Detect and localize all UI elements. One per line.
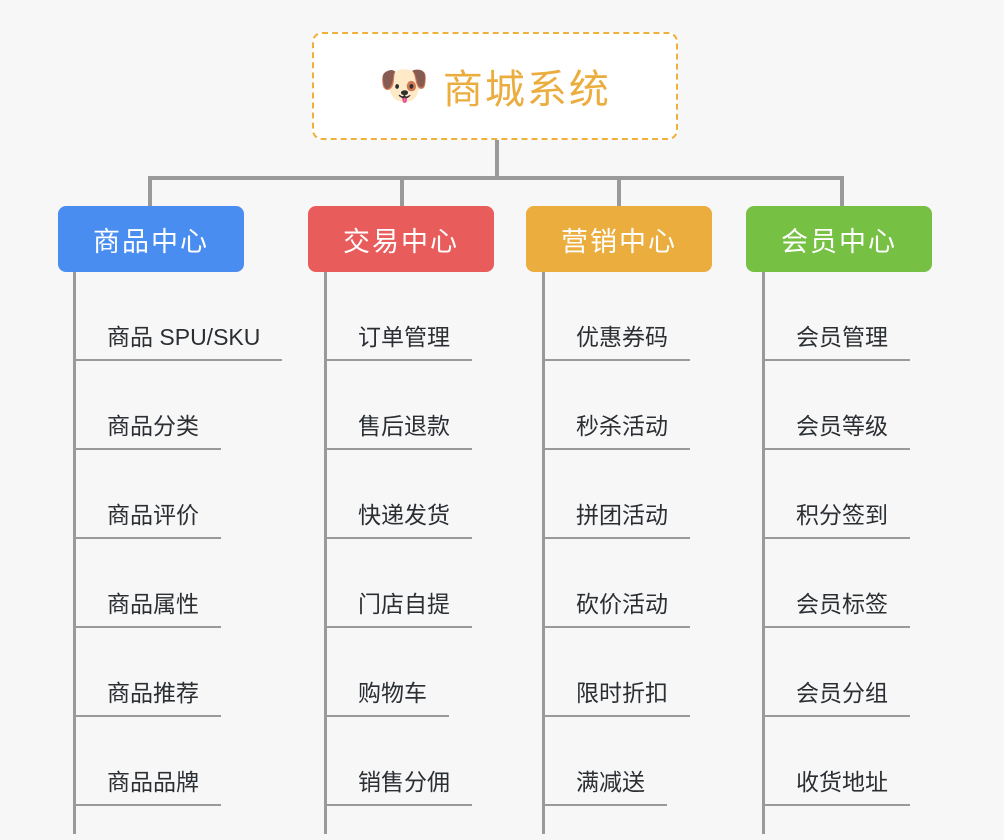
branch-header-trade-center[interactable]: 交易中心 — [308, 206, 494, 272]
leaf-item[interactable]: 快递发货 — [324, 450, 472, 539]
leaf-label: 商品品牌 — [73, 768, 221, 806]
leaf-label: 秒杀活动 — [542, 412, 690, 450]
leaf-item[interactable]: 商品评价 — [73, 450, 221, 539]
branch-header-label: 商品中心 — [93, 226, 209, 257]
leaf-item[interactable]: 售后退款 — [324, 361, 472, 450]
branch-header-label: 营销中心 — [561, 226, 677, 257]
leaf-label: 会员分组 — [762, 679, 910, 717]
leaf-label: 售后退款 — [324, 412, 472, 450]
leaf-label: 商品分类 — [73, 412, 221, 450]
leaf-label: 拼团活动 — [542, 501, 690, 539]
leaf-label: 订单管理 — [324, 323, 472, 361]
branch-spine — [762, 272, 765, 834]
leaf-item[interactable]: 商品推荐 — [73, 628, 221, 717]
branch-header-member-center[interactable]: 会员中心 — [746, 206, 932, 272]
leaf-label: 会员等级 — [762, 412, 910, 450]
dog-face-icon: 🐶 — [379, 64, 429, 108]
leaf-label: 优惠券码 — [542, 323, 690, 361]
leaf-item[interactable]: 购物车 — [324, 628, 449, 717]
branch-spine — [73, 272, 76, 834]
leaf-label: 积分签到 — [762, 501, 910, 539]
branch-header-product-center[interactable]: 商品中心 — [58, 206, 244, 272]
leaf-label: 商品评价 — [73, 501, 221, 539]
leaf-item[interactable]: 满减送 — [542, 717, 667, 806]
leaf-label: 砍价活动 — [542, 590, 690, 628]
leaf-label: 门店自提 — [324, 590, 472, 628]
leaf-item[interactable]: 收货地址 — [762, 717, 910, 806]
connector-drop-2 — [400, 176, 404, 206]
leaf-label: 商品属性 — [73, 590, 221, 628]
branch-header-label: 会员中心 — [781, 226, 897, 257]
connector-bus — [148, 176, 844, 180]
leaf-label: 会员标签 — [762, 590, 910, 628]
leaf-label: 满减送 — [542, 768, 667, 806]
leaf-label: 购物车 — [324, 679, 449, 717]
root-node[interactable]: 🐶 商城系统 — [312, 32, 678, 140]
leaf-label: 会员管理 — [762, 323, 910, 361]
leaf-item[interactable]: 订单管理 — [324, 272, 472, 361]
leaf-item[interactable]: 会员管理 — [762, 272, 910, 361]
connector-drop-4 — [840, 176, 844, 206]
leaf-item[interactable]: 门店自提 — [324, 539, 472, 628]
leaf-item[interactable]: 砍价活动 — [542, 539, 690, 628]
leaf-label: 快递发货 — [324, 501, 472, 539]
leaf-label: 收货地址 — [762, 768, 910, 806]
leaf-item[interactable]: 限时折扣 — [542, 628, 690, 717]
connector-trunk — [495, 140, 499, 180]
leaf-label: 商品推荐 — [73, 679, 221, 717]
leaf-item[interactable]: 积分签到 — [762, 450, 910, 539]
leaf-item[interactable]: 商品属性 — [73, 539, 221, 628]
leaf-label: 限时折扣 — [542, 679, 690, 717]
leaf-item[interactable]: 销售分佣 — [324, 717, 472, 806]
leaf-item[interactable]: 会员等级 — [762, 361, 910, 450]
connector-drop-1 — [148, 176, 152, 206]
leaf-item[interactable]: 拼团活动 — [542, 450, 690, 539]
branch-spine — [542, 272, 545, 834]
leaf-label: 商品 SPU/SKU — [73, 323, 283, 361]
leaf-item[interactable]: 会员标签 — [762, 539, 910, 628]
leaf-item[interactable]: 商品品牌 — [73, 717, 221, 806]
leaf-item[interactable]: 秒杀活动 — [542, 361, 690, 450]
branch-header-label: 交易中心 — [343, 226, 459, 257]
leaf-item[interactable]: 优惠券码 — [542, 272, 690, 361]
branch-header-marketing-center[interactable]: 营销中心 — [526, 206, 712, 272]
root-title: 商城系统 — [442, 68, 611, 112]
connector-drop-3 — [617, 176, 621, 206]
leaf-item[interactable]: 会员分组 — [762, 628, 910, 717]
leaf-item[interactable]: 商品分类 — [73, 361, 221, 450]
branch-spine — [324, 272, 327, 834]
leaf-item[interactable]: 商品 SPU/SKU — [73, 272, 283, 361]
leaf-label: 销售分佣 — [324, 768, 472, 806]
